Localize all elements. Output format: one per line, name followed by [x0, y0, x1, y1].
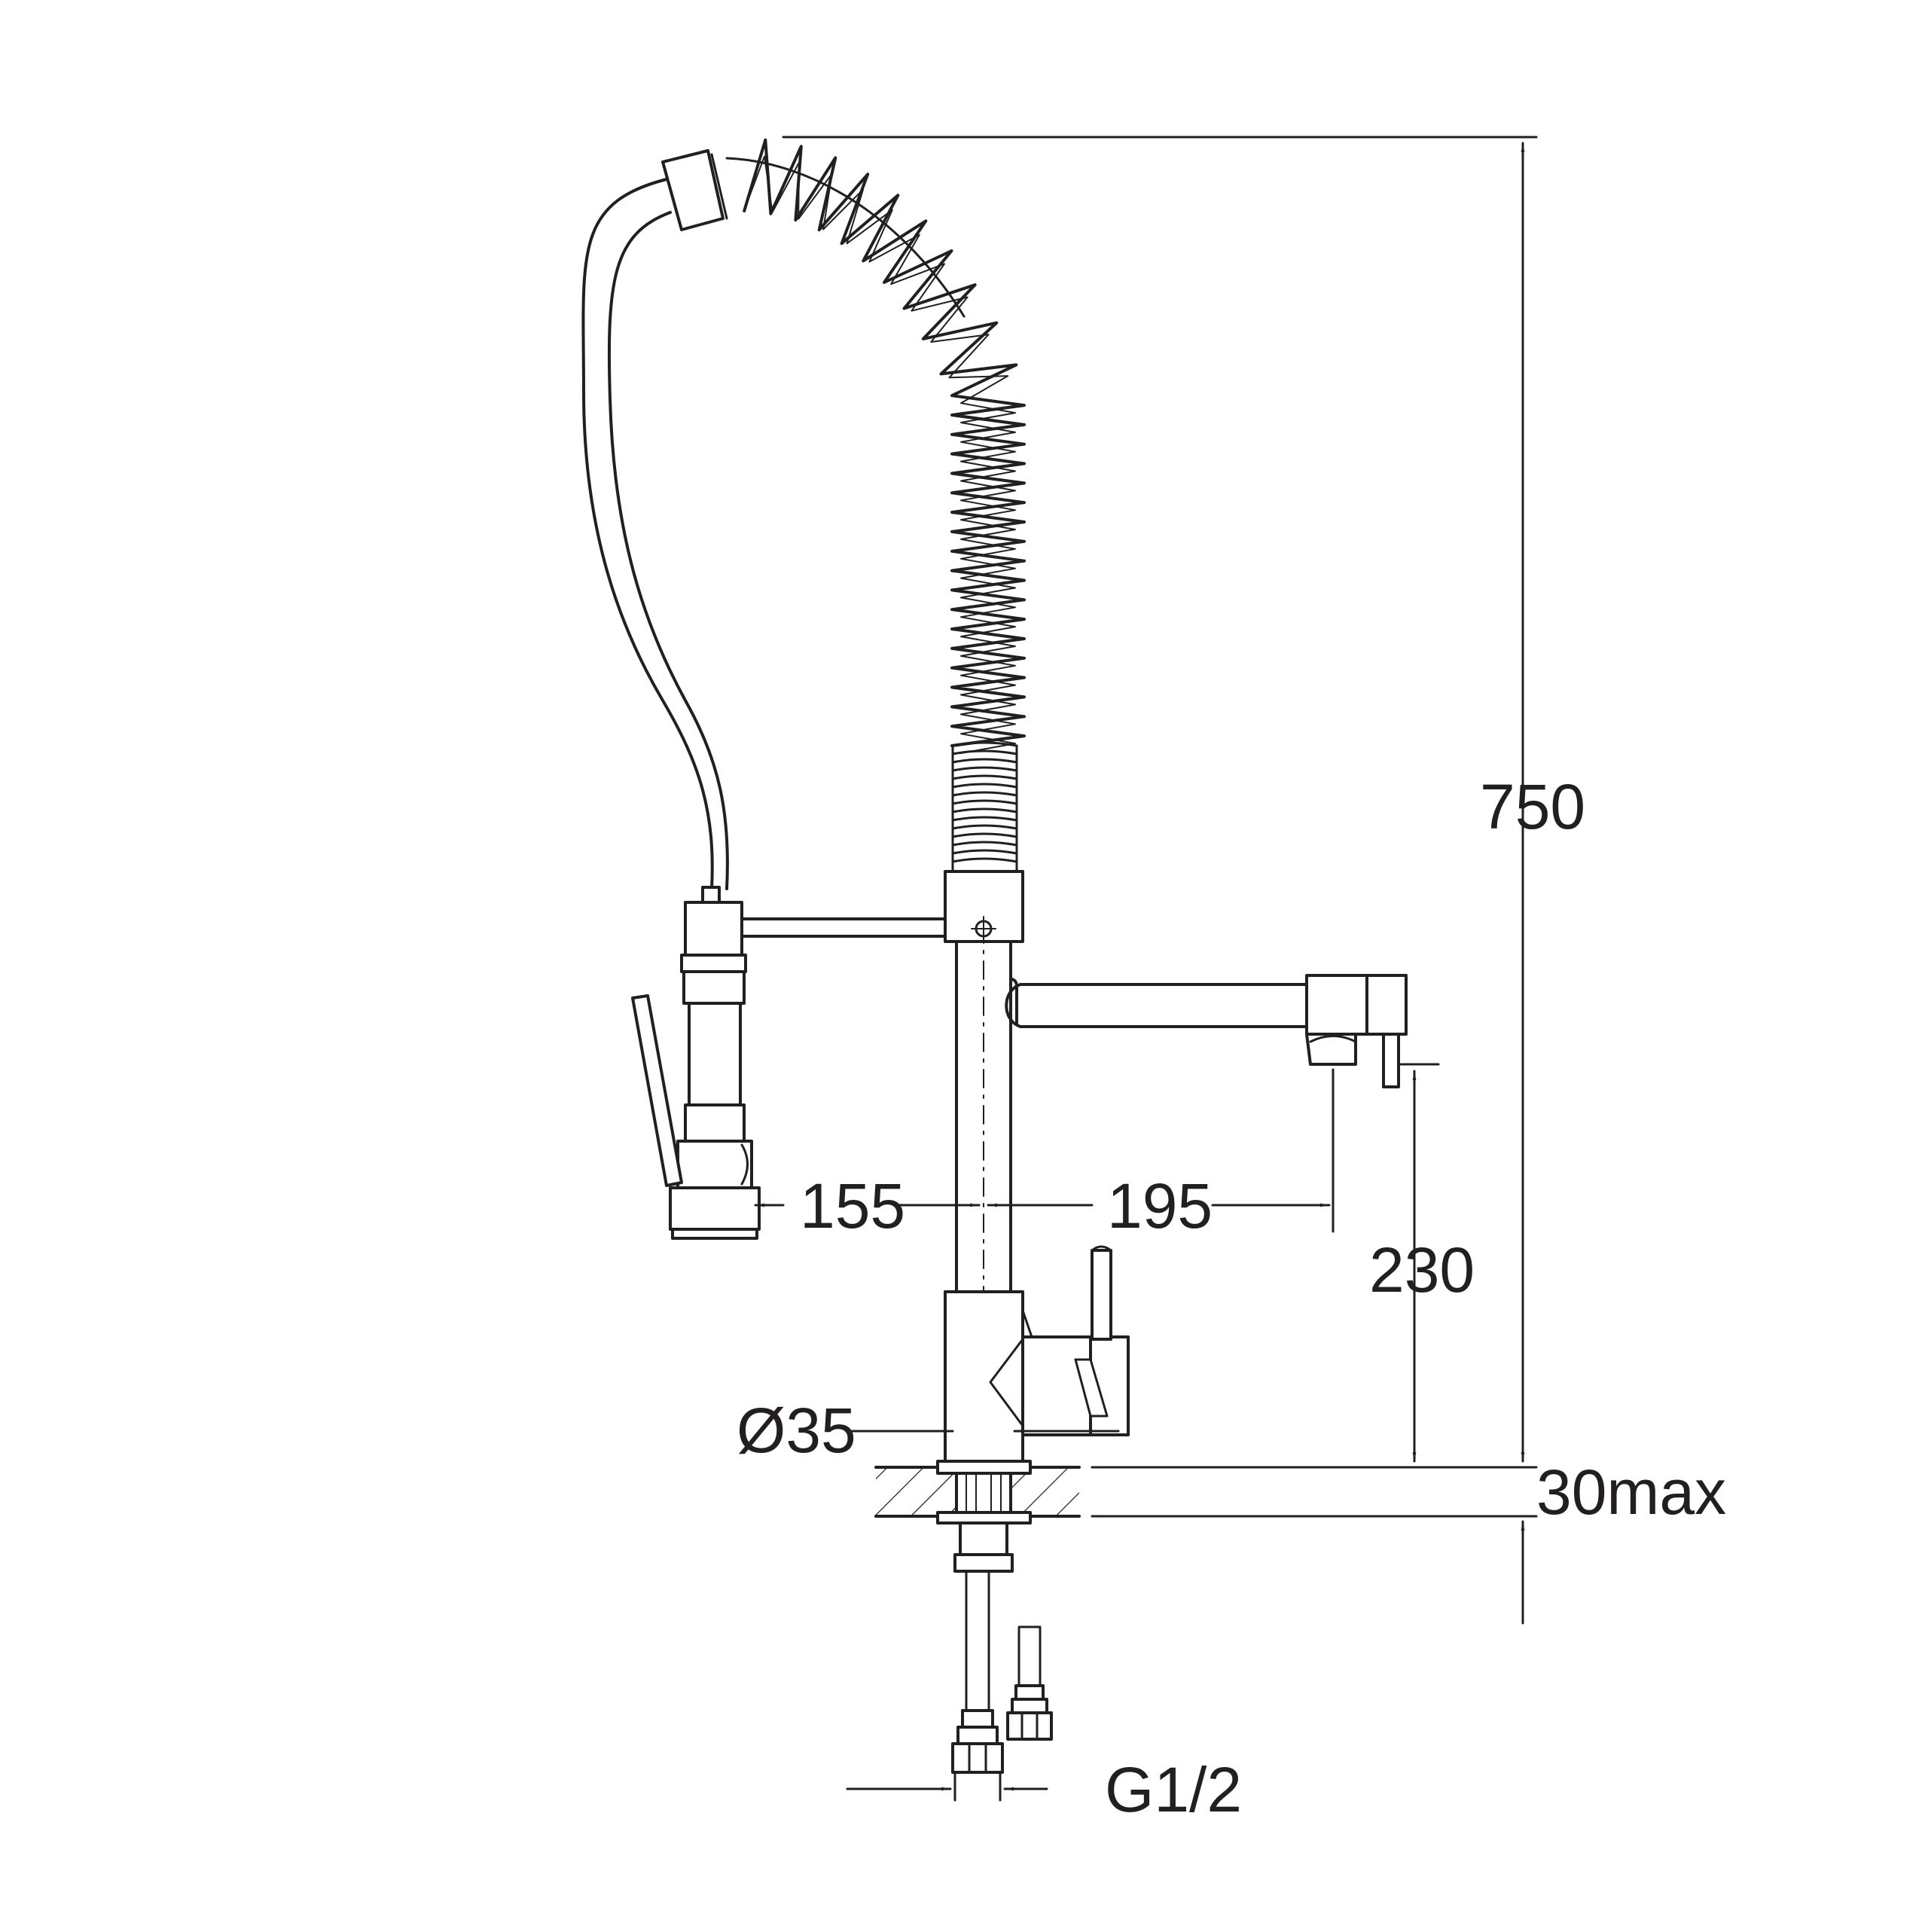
dimension-counter-30max: 30max: [1091, 1457, 1726, 1625]
tight-coil-ring: [951, 799, 1018, 805]
supply-hose-main: [951, 1570, 1004, 1774]
flexible-hose: [581, 178, 729, 890]
dimension-label-diameter: Ø35: [737, 1395, 856, 1466]
dimension-label-750: 750: [1480, 771, 1585, 842]
tight-coil-ring: [951, 758, 1018, 764]
dimension-thread-g12: G1/2: [846, 1754, 1242, 1825]
countertop-section: [874, 1460, 1081, 1525]
tight-coil-ring: [951, 749, 1018, 755]
tight-coil-ring: [951, 841, 1018, 847]
dimension-label-thread: G1/2: [1105, 1754, 1242, 1825]
dimension-label-230: 230: [1369, 1235, 1475, 1305]
spring-coil-inner: [743, 155, 1016, 754]
tight-coil-ring: [951, 824, 1018, 830]
swivel-spout: [1005, 974, 1408, 1088]
pull-down-sprayer: [631, 886, 761, 1240]
hose-end-cap: [661, 149, 728, 231]
tight-coil-ring: [951, 774, 1018, 780]
dimension-reach-195: 195: [987, 1170, 1331, 1241]
valve-body: [944, 1245, 1130, 1463]
tight-coil-ring: [951, 807, 1018, 813]
dimension-height-230: 230: [1369, 1070, 1475, 1463]
dimension-diameter-35: Ø35: [737, 1395, 1120, 1466]
supply-hose-secondary: [1006, 1625, 1053, 1741]
dimension-label-155: 155: [800, 1170, 905, 1241]
dimension-height-750: 750: [1480, 142, 1585, 1463]
dimension-label-30max: 30max: [1536, 1457, 1726, 1528]
tight-coil-ring: [951, 857, 1018, 863]
tight-coil-ring: [951, 783, 1018, 789]
dimension-reach-155: 155: [754, 1170, 981, 1241]
spring-coil: [743, 138, 1026, 754]
tight-coil-section: [951, 741, 1018, 873]
tight-coil-ring: [951, 741, 1018, 747]
dimension-label-195: 195: [1107, 1170, 1213, 1241]
tight-coil-ring: [951, 849, 1018, 855]
tight-coil-ring: [951, 791, 1018, 797]
tight-coil-ring: [951, 816, 1018, 822]
sprayer-holder-arm: [740, 917, 947, 938]
spout-extension-lines: [1332, 1063, 1440, 1233]
junction-collar: [944, 870, 1024, 943]
tight-coil-ring: [951, 832, 1018, 838]
tight-coil-ring: [951, 766, 1018, 772]
spring-guide-top: [725, 157, 966, 318]
spring-coil-outer: [743, 138, 1026, 747]
